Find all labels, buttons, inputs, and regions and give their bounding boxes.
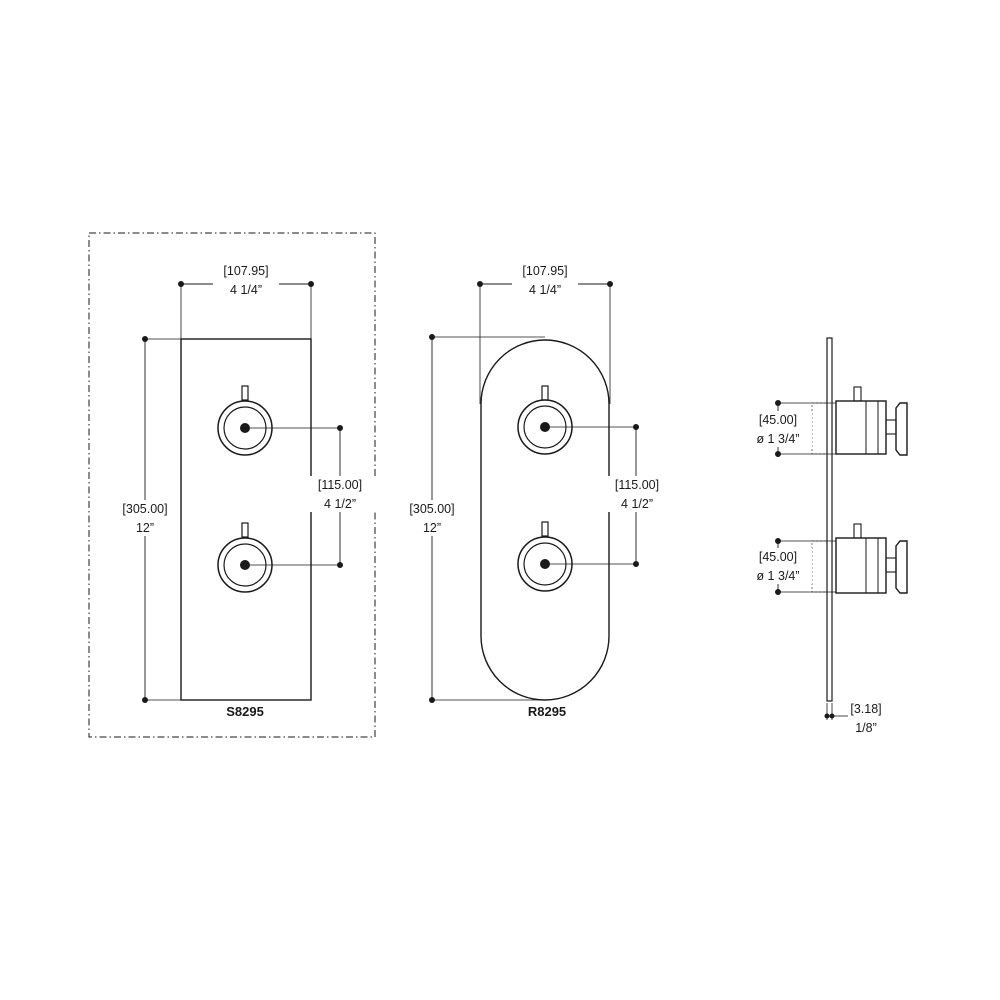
side-plate-thickness-inch: 1/8” [855, 721, 877, 735]
round-model-label: R8295 [528, 704, 566, 719]
side-wall-plate [826, 337, 833, 702]
square-upper-handle [217, 385, 273, 456]
round-width-mm: [107.95] [522, 264, 567, 278]
round-lower-handle [517, 521, 573, 592]
square-spacing-inch: 4 1/2” [324, 497, 356, 511]
round-spacing-inch: 4 1/2” [621, 497, 653, 511]
side-lower-handle [811, 523, 908, 594]
square-width-inch: 4 1/4” [230, 283, 262, 297]
square-spacing-mm: [115.00] [318, 478, 362, 492]
round-trim-plate [480, 339, 610, 701]
side-upper-handle [811, 386, 908, 456]
square-height-mm: [305.00] [122, 502, 167, 516]
round-spacing-mm: [115.00] [615, 478, 659, 492]
round-height-dimension: [305.00] 12” [399, 334, 545, 703]
side-view: [45.00] ø 1 3/4” [45.00] ø 1 3/4” [3.18]… [746, 337, 908, 735]
round-height-mm: [305.00] [409, 502, 454, 516]
side-lower-diameter-mm: [45.00] [759, 550, 797, 564]
square-trim-plate [180, 338, 312, 701]
round-upper-handle [517, 385, 573, 455]
round-width-inch: 4 1/4” [529, 283, 561, 297]
square-width-dimension: [107.95] 4 1/4” [178, 262, 314, 339]
square-height-inch: 12” [136, 521, 154, 535]
side-upper-diameter-dimension: [45.00] ø 1 3/4” [746, 400, 836, 457]
round-view: [107.95] 4 1/4” [305.00] 12” [399, 262, 671, 719]
square-view: [107.95] 4 1/4” [305.00] 12” [88, 232, 376, 738]
round-width-dimension: [107.95] 4 1/4” [477, 262, 613, 404]
side-lower-diameter-dimension: [45.00] ø 1 3/4” [746, 538, 836, 595]
round-height-inch: 12” [423, 521, 441, 535]
side-upper-diameter-inch: ø 1 3/4” [756, 432, 799, 446]
square-height-dimension: [305.00] 12” [112, 336, 181, 703]
round-spacing-dimension: [115.00] 4 1/2” [545, 424, 671, 567]
square-lower-handle [217, 522, 273, 593]
square-spacing-dimension: [115.00] 4 1/2” [245, 425, 376, 568]
square-model-label: S8295 [226, 704, 264, 719]
side-upper-diameter-mm: [45.00] [759, 413, 797, 427]
square-width-mm: [107.95] [223, 264, 268, 278]
side-plate-thickness-dimension: [3.18] 1/8” [824, 702, 882, 735]
side-lower-diameter-inch: ø 1 3/4” [756, 569, 799, 583]
side-plate-thickness-mm: [3.18] [850, 702, 881, 716]
